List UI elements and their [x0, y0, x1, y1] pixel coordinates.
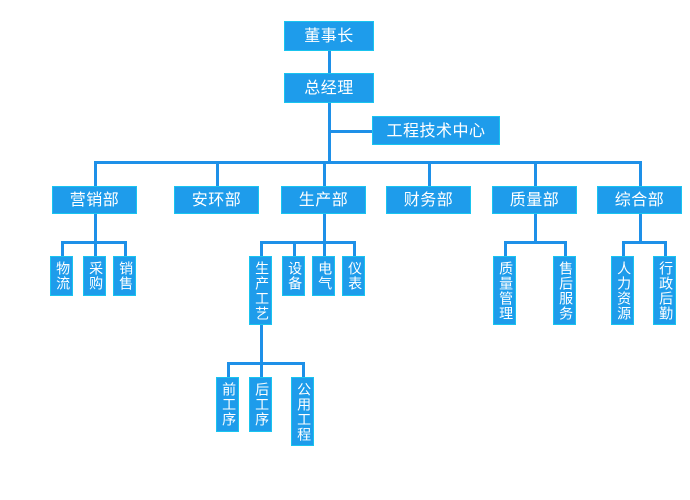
connector-drop-electric [323, 241, 326, 256]
connector-drop-sales [124, 241, 127, 256]
connector-drop-general [639, 161, 642, 186]
connector-drop-hr [622, 241, 625, 256]
connector-drop-postproc [260, 362, 263, 377]
node-utilities[interactable]: 公用工程 [291, 377, 314, 446]
connector-drop-safety [216, 161, 219, 186]
node-post-process[interactable]: 后工序 [249, 377, 272, 432]
node-safety-environment-department[interactable]: 安环部 [174, 186, 259, 214]
node-equipment[interactable]: 设备 [282, 256, 305, 296]
connector-marketing-stem [94, 213, 97, 241]
connector-drop-utilities [302, 362, 305, 377]
node-production-department[interactable]: 生产部 [281, 186, 366, 214]
connector-general-bus [622, 241, 667, 244]
node-electrical[interactable]: 电气 [312, 256, 335, 296]
node-marketing-department[interactable]: 营销部 [52, 186, 137, 214]
connector-gm-etc [328, 130, 372, 133]
node-instrumentation[interactable]: 仪表 [342, 256, 365, 296]
connector-drop-marketing [94, 161, 97, 186]
node-general-manager[interactable]: 总经理 [284, 73, 374, 103]
connector-drop-equipment [293, 241, 296, 256]
connector-drop-production [323, 161, 326, 186]
node-chairman[interactable]: 董事长 [284, 21, 374, 51]
connector-production-stem [323, 213, 326, 241]
connector-chairman-gm [328, 51, 331, 75]
connector-drop-process [260, 241, 263, 256]
node-engineering-technology-center[interactable]: 工程技术中心 [372, 116, 500, 145]
node-quality-management[interactable]: 质量管理 [493, 256, 516, 325]
node-after-sales-service[interactable]: 售后服务 [553, 256, 576, 325]
node-sales[interactable]: 销售 [113, 256, 136, 296]
node-finance-department[interactable]: 财务部 [386, 186, 471, 214]
connector-drop-quality [534, 161, 537, 186]
node-quality-department[interactable]: 质量部 [492, 186, 577, 214]
connector-drop-instrument [353, 241, 356, 256]
connector-drop-finance [428, 161, 431, 186]
node-general-affairs-department[interactable]: 综合部 [597, 186, 682, 214]
connector-production-bus [260, 241, 356, 244]
node-administration-logistics[interactable]: 行政后勤 [653, 256, 676, 325]
connector-process-stem [260, 325, 263, 362]
connector-quality-bus [504, 241, 567, 244]
node-production-process[interactable]: 生产工艺 [249, 256, 272, 325]
connector-drop-qmgmt [504, 241, 507, 256]
connector-drop-logistics [61, 241, 64, 256]
node-logistics[interactable]: 物流 [50, 256, 73, 296]
node-human-resources[interactable]: 人力资源 [611, 256, 634, 325]
connector-general-stem [639, 213, 642, 241]
connector-quality-stem [534, 213, 537, 241]
connector-drop-admin [664, 241, 667, 256]
connector-drop-preproc [227, 362, 230, 377]
connector-process-bus [227, 362, 305, 365]
node-pre-process[interactable]: 前工序 [216, 377, 239, 432]
connector-drop-service [564, 241, 567, 256]
connector-drop-purchase [94, 241, 97, 256]
connector-departments-bus [94, 161, 642, 164]
node-procurement[interactable]: 采购 [83, 256, 106, 296]
